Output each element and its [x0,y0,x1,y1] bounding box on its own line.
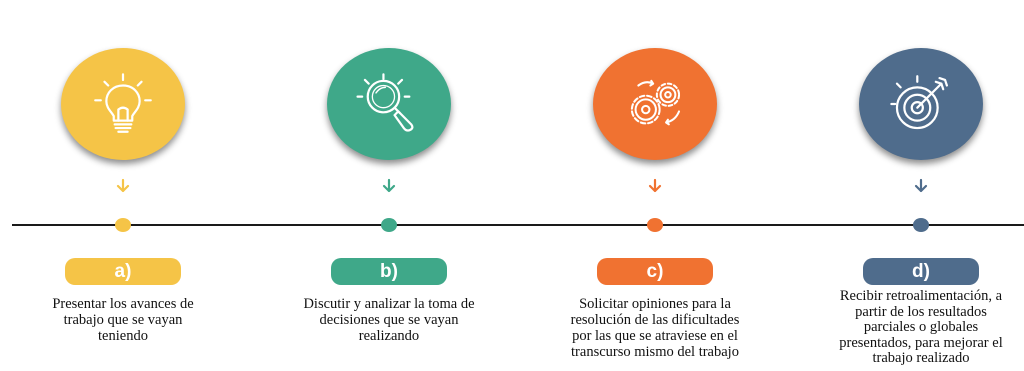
step-b-label: b) [331,258,447,285]
step-d-dot [913,218,929,232]
step-a-description: Presentar los avances de trabajo que se … [52,296,194,344]
step-a-arrow-icon [116,178,130,193]
step-b-description: Discutir y analizar la toma de decisione… [303,296,475,344]
step-c: c) Solicitar opiniones para la resolució… [535,0,775,371]
step-d-circle [859,48,983,160]
step-b-arrow-icon [382,178,396,193]
step-a-dot [115,218,131,232]
step-b: b) Discutir y analizar la toma de decisi… [269,0,509,371]
step-c-label: c) [597,258,713,285]
step-c-arrow-icon [648,178,662,193]
step-c-description: Solicitar opiniones para la resolución d… [570,296,740,360]
target-icon [890,75,949,130]
step-c-dot [647,218,663,232]
step-d: d) Recibir retroalimentación, a partir d… [801,0,1024,371]
step-a: a) Presentar los avances de trabajo que … [3,0,243,371]
lightbulb-icon [94,73,152,133]
step-b-dot [381,218,397,232]
timeline-line [12,224,1024,226]
step-c-circle [593,48,717,160]
step-a-label: a) [65,258,181,285]
step-d-description: Recibir retroalimentación, a partir de l… [839,288,1003,366]
step-a-circle [61,48,185,160]
step-d-arrow-icon [914,178,928,193]
step-b-circle [327,48,451,160]
gears-icon [630,79,681,126]
step-d-label: d) [863,258,979,285]
magnifying-glass-icon [356,73,414,132]
